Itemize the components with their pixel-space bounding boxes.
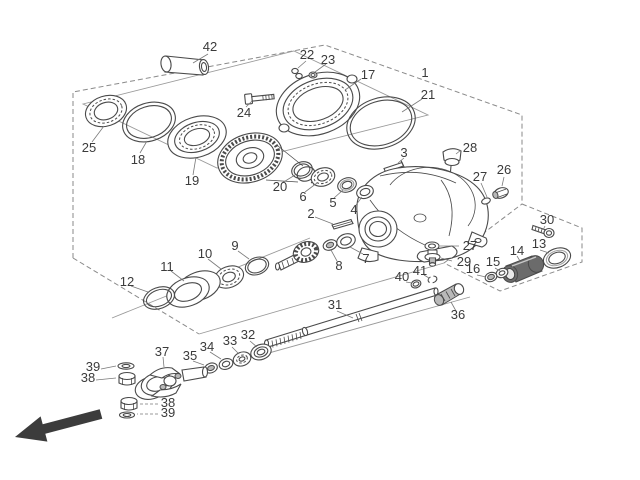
washer-34 (218, 358, 234, 370)
ring-32 (250, 343, 272, 361)
part-label-10: 10 (198, 246, 212, 261)
part-label-21: 21 (421, 87, 435, 102)
bolt-24 (244, 93, 275, 105)
part-label-18: 18 (131, 152, 145, 167)
race-11 (166, 270, 221, 308)
part-label-22: 22 (300, 47, 314, 62)
washer-4 (356, 184, 374, 200)
pin-2 (331, 218, 354, 230)
gasket-27a (481, 197, 491, 205)
plug-26 (492, 187, 509, 199)
part-label-37: 37 (155, 344, 169, 359)
gear-case-housing (356, 166, 489, 263)
universal-joint-37 (134, 366, 209, 400)
washer-20 (291, 161, 313, 179)
collar-42 (160, 55, 210, 76)
part-label-1: 1 (421, 65, 428, 80)
part-label-30: 30 (540, 212, 554, 227)
bearing-cover-17 (275, 71, 361, 137)
o-ring-12 (142, 286, 176, 310)
bearing-6 (310, 167, 336, 187)
part-label-24: 24 (237, 105, 251, 120)
o-ring-21 (346, 96, 416, 150)
nut-23 (308, 71, 318, 79)
washer-5 (337, 177, 357, 193)
washers-22 (291, 67, 303, 80)
part-label-16: 16 (466, 261, 480, 276)
washer-39a (117, 362, 135, 370)
part-label-8: 8 (335, 258, 342, 273)
part-label-2: 2 (307, 206, 314, 221)
part-label-7: 7 (362, 251, 369, 266)
ring-13 (542, 247, 572, 269)
oil-seal-25 (84, 94, 128, 128)
part-label-23: 23 (321, 52, 335, 67)
washer-16 (484, 271, 498, 283)
o-ring-9 (244, 256, 270, 276)
direction-arrow-icon (15, 409, 103, 442)
part-label-9: 9 (231, 238, 238, 253)
washer-39b (118, 411, 136, 419)
part-label-34: 34 (200, 339, 214, 354)
part-label-39b: 39 (161, 405, 175, 420)
part-label-38b: 38 (161, 395, 175, 410)
part-label-27a: 27 (473, 169, 487, 184)
damper-14 (501, 255, 545, 283)
ring-7 (336, 233, 356, 249)
leader-lines (91, 53, 550, 415)
part-label-32: 32 (241, 327, 255, 342)
part-label-39a: 39 (86, 359, 100, 374)
part-label-5: 5 (329, 195, 336, 210)
part-label-26: 26 (497, 162, 511, 177)
part-label-29: 29 (457, 254, 471, 269)
pinion-gear (274, 241, 320, 271)
part-label-25: 25 (82, 140, 96, 155)
part-label-28: 28 (463, 140, 477, 155)
part-label-12: 12 (120, 274, 134, 289)
drain-plug-29 (424, 249, 441, 267)
o-ring-18 (122, 101, 176, 143)
part-label-31: 31 (328, 297, 342, 312)
part-label-40: 40 (395, 269, 409, 284)
part-label-27b: 27 (463, 238, 477, 253)
part-label-19: 19 (185, 173, 199, 188)
part-label-3: 3 (400, 145, 407, 160)
bearing-33 (232, 351, 252, 367)
part-label-41: 41 (413, 263, 427, 278)
bolt-30 (531, 224, 555, 239)
part-label-6: 6 (299, 189, 306, 204)
part-labels: 1 2 3 4 5 6 7 8 9 10 11 12 13 14 15 16 1… (81, 39, 554, 420)
nut-38b (120, 396, 138, 411)
clip-41 (427, 275, 438, 284)
part-label-35: 35 (183, 348, 197, 363)
part-label-13: 13 (532, 236, 546, 251)
nut-38a (118, 371, 136, 386)
part-label-17: 17 (361, 67, 375, 82)
part-label-38a: 38 (81, 370, 95, 385)
part-label-36: 36 (451, 307, 465, 322)
part-label-4: 4 (350, 202, 357, 217)
ring-40 (410, 279, 422, 289)
gasket-27b (424, 241, 440, 251)
drive-shaft-31 (263, 287, 439, 348)
part-label-20: 20 (273, 179, 287, 194)
part-label-42: 42 (203, 39, 217, 54)
part-label-15: 15 (486, 254, 500, 269)
bearing-19 (167, 115, 227, 159)
ring-8 (322, 239, 338, 251)
part-label-11: 11 (160, 259, 174, 274)
coupling-36 (433, 283, 465, 306)
part-label-14: 14 (510, 243, 524, 258)
part-label-33: 33 (223, 333, 237, 348)
